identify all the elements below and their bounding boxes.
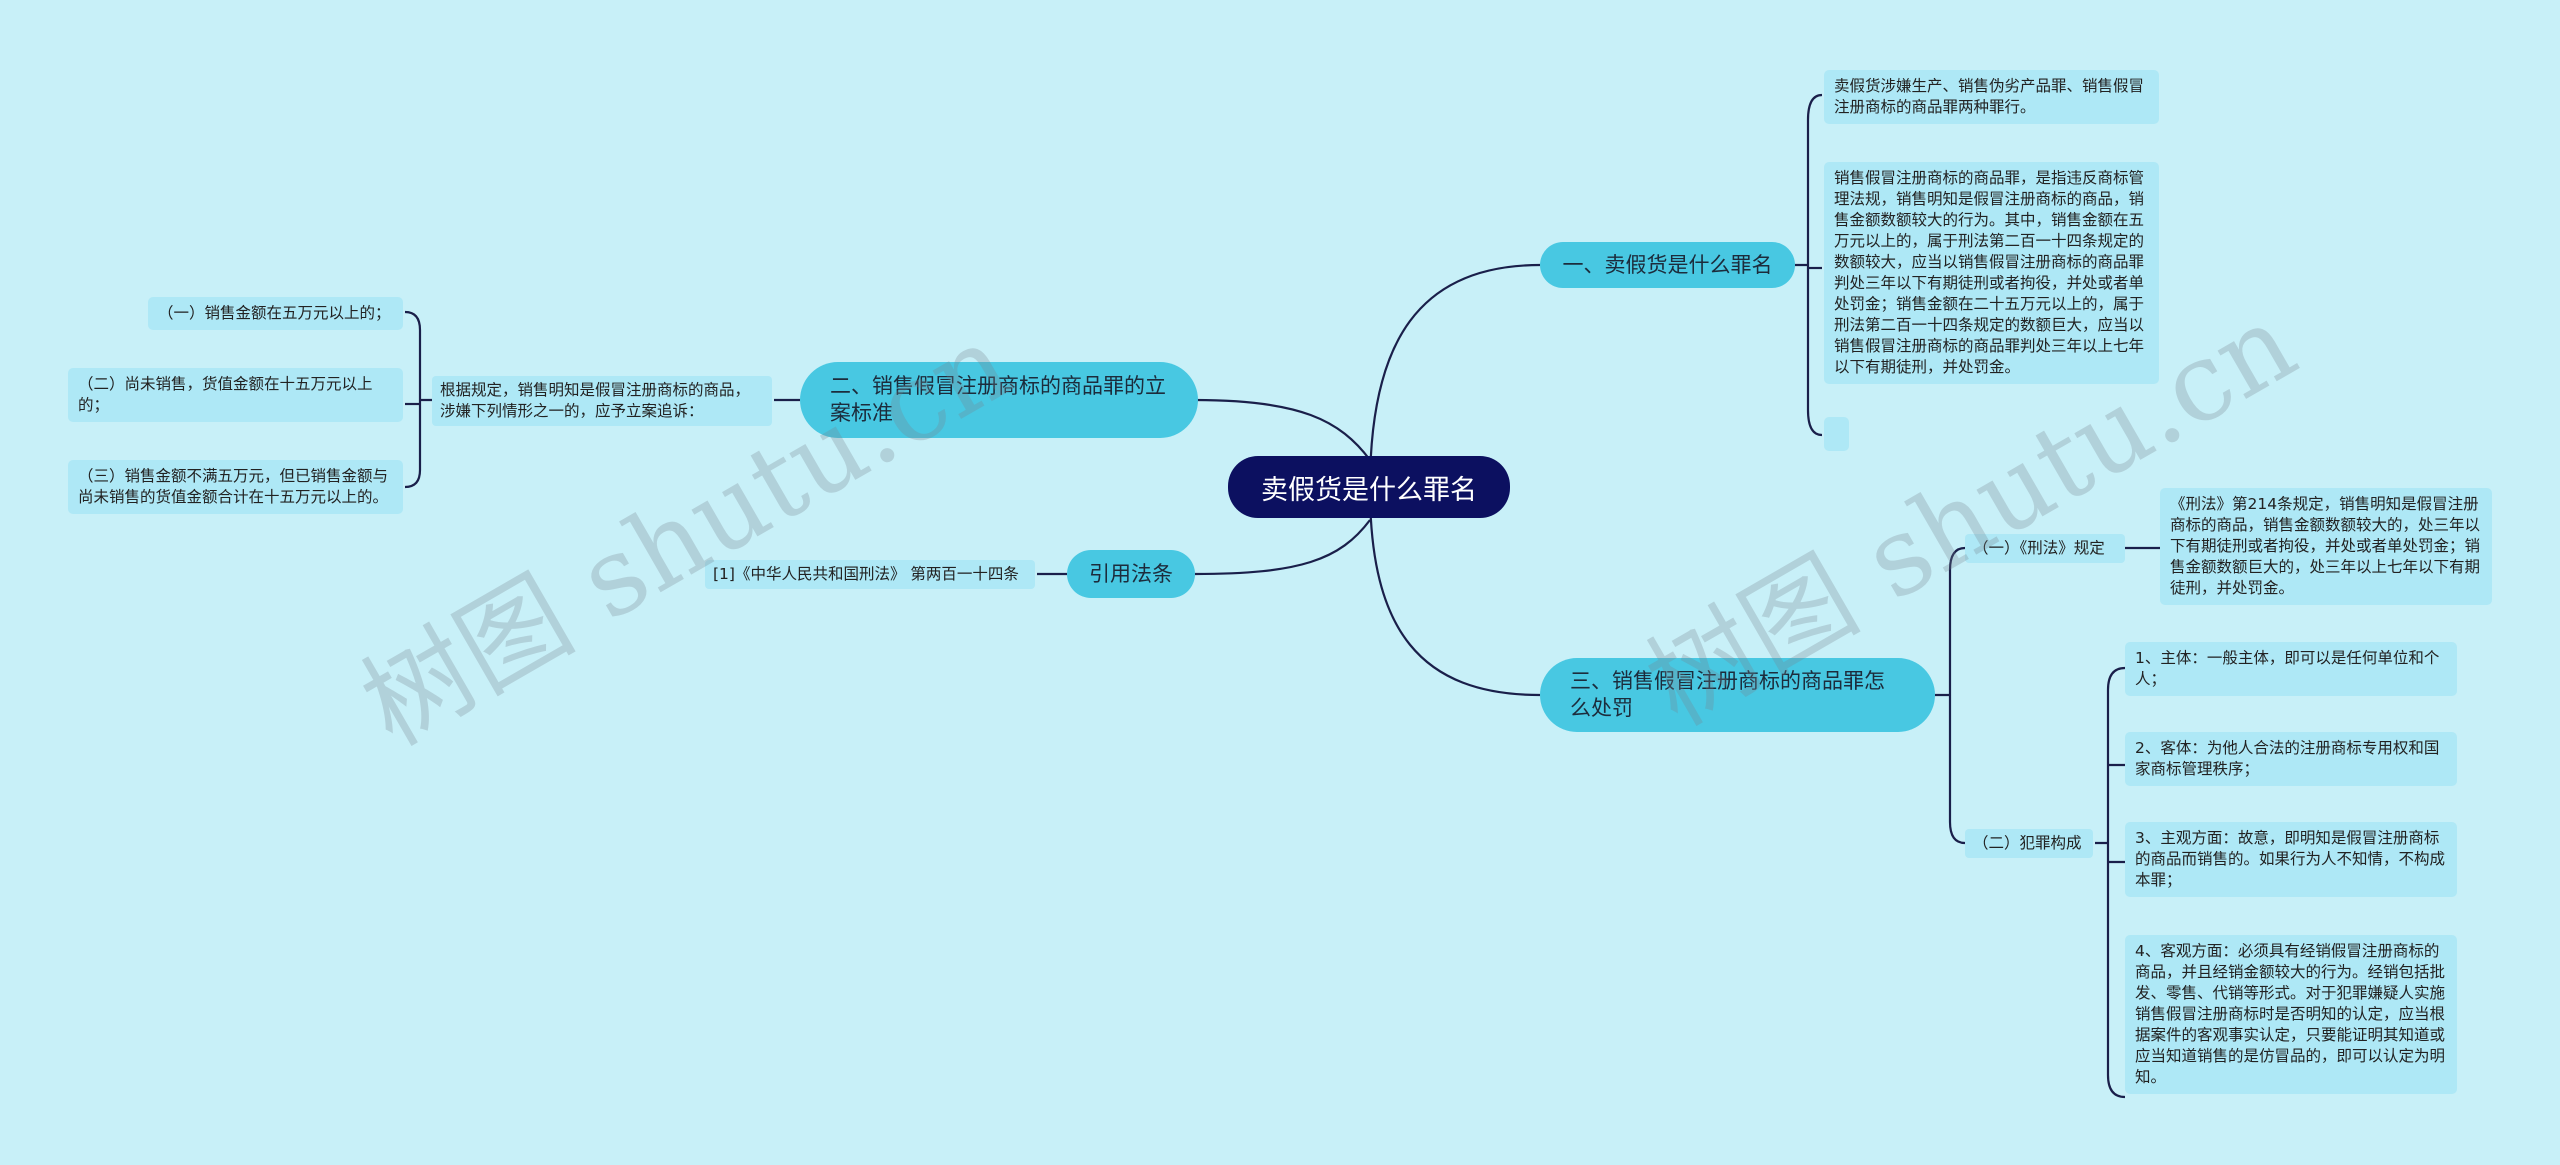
b1-leaf-empty bbox=[1824, 417, 1849, 451]
root-topic[interactable]: 卖假货是什么罪名 bbox=[1228, 456, 1510, 518]
b2-leaf-1: （一）销售金额在五万元以上的； bbox=[148, 297, 403, 330]
b3-leaf-1: [1]《中华人民共和国刑法》 第两百一十四条 bbox=[705, 560, 1035, 589]
link-root-b2 bbox=[1194, 398, 1371, 461]
branch-punishment[interactable]: 三、销售假冒注册商标的商品罪怎么处罚 bbox=[1540, 658, 1935, 732]
b4-sub-criminal-law: （一）《刑法》规定 bbox=[1965, 534, 2125, 563]
b4-element-2: 2、客体：为他人合法的注册商标专用权和国家商标管理秩序； bbox=[2125, 732, 2457, 786]
b1-leaf-1: 卖假货涉嫌生产、销售伪劣产品罪、销售假冒注册商标的商品罪两种罪行。 bbox=[1824, 70, 2159, 124]
b4-element-1: 1、主体：一般主体，即可以是任何单位和个人； bbox=[2125, 642, 2457, 696]
b2-leaf-3: （三）销售金额不满五万元，但已销售金额与尚未销售的货值金额合计在十五万元以上的。 bbox=[68, 460, 403, 514]
brace-b4 bbox=[1935, 546, 1966, 845]
brace-b1 bbox=[1795, 93, 1823, 437]
b4-element-3: 3、主观方面：故意，即明知是假冒注册商标的商品而销售的。如果行为人不知情，不构成… bbox=[2125, 822, 2457, 897]
branch-cited-law[interactable]: 引用法条 bbox=[1067, 550, 1195, 598]
b4-sub1-text: 《刑法》第214条规定，销售明知是假冒注册商标的商品，销售金额数额较大的，处三年… bbox=[2160, 488, 2492, 605]
b1-leaf-2: 销售假冒注册商标的商品罪，是指违反商标管理法规，销售明知是假冒注册商标的商品，销… bbox=[1824, 162, 2159, 384]
brace-b2 bbox=[404, 310, 432, 489]
b4-sub-elements: （二）犯罪构成 bbox=[1965, 829, 2093, 858]
brace-b4-sub2 bbox=[2095, 666, 2126, 1099]
link-root-b1 bbox=[1368, 263, 1541, 489]
branch-what-crime[interactable]: 一、卖假货是什么罪名 bbox=[1540, 242, 1795, 288]
b2-leaf-2: （二）尚未销售，货值金额在十五万元以上的； bbox=[68, 368, 403, 422]
b2-sub-rule: 根据规定，销售明知是假冒注册商标的商品，涉嫌下列情形之一的，应予立案追诉： bbox=[432, 376, 772, 426]
b4-element-4: 4、客观方面：必须具有经销假冒注册商标的商品，并且经销金额较大的行为。经销包括批… bbox=[2125, 935, 2457, 1094]
link-root-b3 bbox=[1194, 519, 1371, 576]
branch-filing-standard[interactable]: 二、销售假冒注册商标的商品罪的立案标准 bbox=[800, 362, 1198, 438]
link-root-b4 bbox=[1368, 487, 1541, 697]
